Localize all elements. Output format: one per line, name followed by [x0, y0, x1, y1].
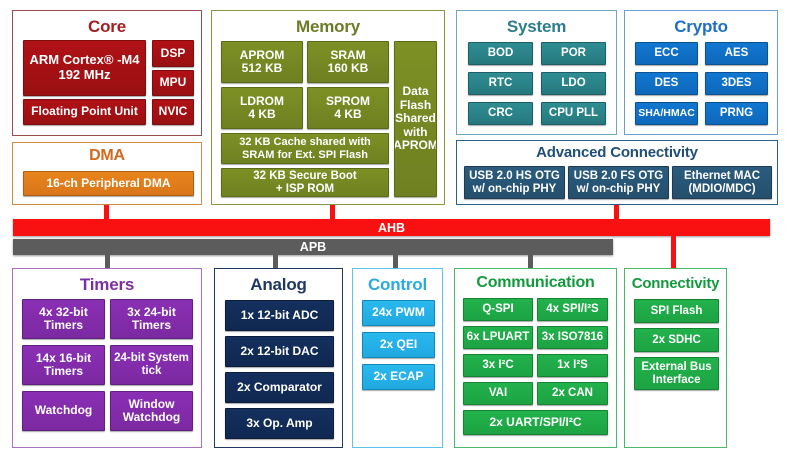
block-watchdog: Watchdog: [22, 391, 105, 431]
block-floating-point-unit: Floating Point Unit: [23, 99, 146, 125]
block-adc: 1x 12-bit ADC: [225, 300, 334, 331]
block-3x-iso7816: 3x ISO7816: [537, 326, 608, 349]
block-pwm: 24x PWM: [362, 300, 435, 326]
block-external-bus-interface: External Bus Interface: [634, 357, 719, 390]
panel-timers-title: Timers: [79, 275, 135, 294]
panel-connectivity: Connectivity SPI Flash 2x SDHC External …: [624, 268, 727, 448]
panel-control-title: Control: [367, 275, 428, 294]
connector-advanced-connectivity-to-ahb: [614, 205, 619, 221]
block-14x-16bit-timers: 14x 16-bit Timers: [22, 345, 105, 385]
panel-memory-title: Memory: [296, 17, 360, 36]
panel-system-title: System: [506, 17, 567, 36]
panel-advanced-connectivity-title: Advanced Connectivity: [536, 144, 698, 161]
block-data-flash-shared: Data Flash Shared with APROM: [394, 41, 437, 197]
block-aprom: APROM 512 KB: [221, 41, 303, 83]
block-3x-24bit-timers: 3x 24-bit Timers: [110, 299, 193, 339]
block-cache-shared-sram: 32 KB Cache shared with SRAM for Ext. SP…: [221, 133, 389, 164]
block-comparator: 2x Comparator: [225, 372, 334, 403]
block-des: DES: [635, 72, 698, 95]
panel-system: System BOD POR RTC LDO CRC CPU PLL: [456, 10, 617, 135]
block-spi-flash: SPI Flash: [634, 299, 719, 323]
panel-dma: DMA 16-ch Peripheral DMA: [12, 142, 202, 205]
panel-timers: Timers 4x 32-bit Timers 3x 24-bit Timers…: [12, 268, 202, 448]
block-ldo: LDO: [541, 72, 606, 95]
block-sprom: SPROM 4 KB: [307, 87, 389, 129]
block-crc: CRC: [468, 102, 533, 125]
panel-connectivity-title: Connectivity: [631, 275, 720, 292]
block-prng: PRNG: [705, 102, 768, 125]
connector-ahb-to-connectivity: [671, 233, 676, 268]
panel-advanced-connectivity: Advanced Connectivity USB 2.0 HS OTG w/ …: [456, 140, 778, 205]
block-2x-uart-spi-i2c: 2x UART/SPI/I²C: [463, 410, 608, 435]
connector-memory-to-ahb: [330, 205, 335, 221]
block-ethernet-mac: Ethernet MAC (MDIO/MDC): [672, 166, 772, 199]
block-rtc: RTC: [468, 72, 533, 95]
panel-analog-title: Analog: [250, 275, 307, 294]
block-bod: BOD: [468, 42, 533, 65]
connector-apb-to-control: [393, 253, 398, 268]
connector-core-to-ahb: [104, 205, 109, 221]
panel-memory: Memory APROM 512 KB SRAM 160 KB LDROM 4 …: [211, 10, 445, 205]
block-4x-32bit-timers: 4x 32-bit Timers: [22, 299, 105, 339]
block-arm-cortex-m4: ARM Cortex® -M4 192 MHz: [23, 40, 146, 96]
block-sram: SRAM 160 KB: [307, 41, 389, 83]
block-6x-lpuart: 6x LPUART: [463, 326, 533, 349]
panel-dma-title: DMA: [89, 147, 125, 164]
panel-communication: Communication Q-SPI 4x SPI/I²S 6x LPUART…: [454, 268, 617, 448]
block-vai: VAI: [463, 382, 533, 405]
block-secure-boot-isp-rom: 32 KB Secure Boot + ISP ROM: [221, 168, 389, 197]
bus-ahb: AHB: [13, 219, 770, 236]
panel-core: Core ARM Cortex® -M4 192 MHz DSP MPU Flo…: [12, 10, 202, 136]
block-ecap: 2x ECAP: [362, 364, 435, 390]
panel-crypto: Crypto ECC AES DES 3DES SHA/HMAC PRNG: [624, 10, 778, 135]
block-2x-can: 2x CAN: [537, 382, 608, 405]
block-dac: 2x 12-bit DAC: [225, 336, 334, 367]
block-2x-sdhc: 2x SDHC: [634, 328, 719, 352]
panel-communication-title: Communication: [476, 274, 595, 291]
block-3x-i2c: 3x I²C: [463, 354, 533, 377]
block-mpu: MPU: [152, 70, 194, 96]
block-dsp: DSP: [152, 40, 194, 67]
block-sha-hmac: SHA/HMAC: [635, 102, 698, 125]
block-3des: 3DES: [705, 72, 768, 95]
block-1x-i2s: 1x I²S: [537, 354, 608, 377]
block-nvic: NVIC: [152, 99, 194, 125]
block-ecc: ECC: [635, 42, 698, 65]
block-ldrom: LDROM 4 KB: [221, 87, 303, 129]
block-4x-spi-i2s: 4x SPI/I²S: [537, 298, 608, 321]
panel-analog: Analog 1x 12-bit ADC 2x 12-bit DAC 2x Co…: [214, 268, 343, 448]
block-cpu-pll: CPU PLL: [541, 102, 606, 125]
block-24bit-system-tick: 24-bit System tick: [110, 345, 193, 385]
panel-crypto-title: Crypto: [674, 17, 728, 36]
bus-apb: APB: [13, 239, 613, 255]
block-op-amp: 3x Op. Amp: [225, 408, 334, 439]
block-q-spi: Q-SPI: [463, 298, 533, 321]
block-window-watchdog: Window Watchdog: [110, 391, 193, 431]
panel-control: Control 24x PWM 2x QEI 2x ECAP: [352, 268, 443, 448]
block-peripheral-dma: 16-ch Peripheral DMA: [23, 171, 194, 196]
block-aes: AES: [705, 42, 768, 65]
connector-apb-to-timers: [105, 253, 110, 268]
connector-apb-to-analog: [273, 253, 278, 268]
panel-core-title: Core: [88, 17, 126, 36]
block-usb-hs-otg: USB 2.0 HS OTG w/ on-chip PHY: [464, 166, 565, 199]
block-qei: 2x QEI: [362, 332, 435, 358]
block-usb-fs-otg: USB 2.0 FS OTG w/ on-chip PHY: [568, 166, 669, 199]
block-por: POR: [541, 42, 606, 65]
connector-apb-to-communication: [528, 253, 533, 268]
